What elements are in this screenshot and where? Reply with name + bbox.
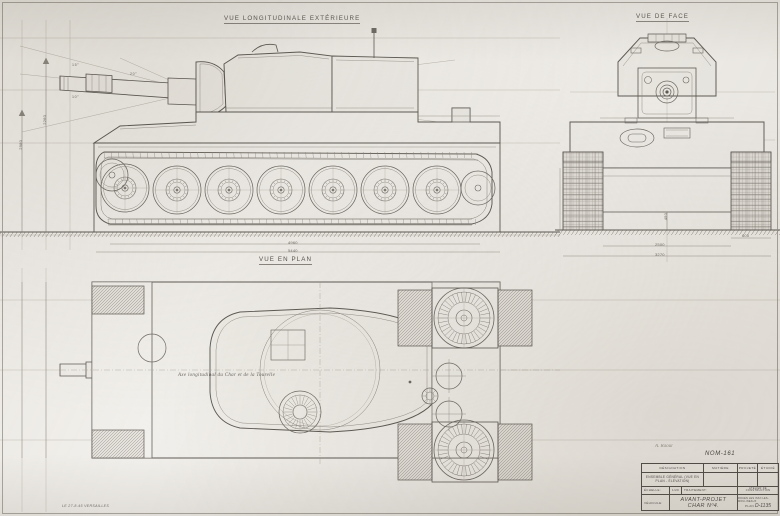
- matiere-value: [704, 473, 738, 486]
- project-line-2: CHAR Nº4.: [687, 502, 720, 509]
- echelle-value: 1/20: [670, 486, 682, 495]
- plan-label: PLAN: [744, 503, 754, 508]
- traitement-label: TRAITEMENT:: [682, 486, 738, 495]
- col-matiere-header: MATIÈRE: [704, 464, 738, 473]
- plan-view-geometry: [59, 281, 560, 483]
- front-view-geometry: [555, 18, 780, 262]
- atelier-line-2: CONSTRUCTION: [745, 489, 771, 493]
- title-block-project-row: VÉHICULE: AVANT-PROJET CHAR Nº4. ROUEN L…: [642, 495, 778, 510]
- col-projete-header: PROJETÉ: [738, 464, 758, 473]
- axis-note: Axe longitudinal du Char et de la Tourel…: [178, 373, 276, 378]
- date-note: LE 27-8-45 VERSAILLES: [62, 504, 110, 508]
- dim-front-ground-clearance: 450: [663, 213, 668, 221]
- dim-front-track-width: 600: [742, 233, 750, 238]
- title-block-header-row: DÉSIGNATION MATIÈRE PROJETÉ ÉTUDIÉ: [642, 464, 778, 474]
- angle-side-label: 20°: [130, 72, 138, 76]
- side-dimension-lines: [18, 57, 500, 253]
- plan-view-title: VUE EN PLAN: [259, 256, 313, 265]
- designation-value: ENSEMBLE GÉNÉRAL (VUE EN PLAN - ÉLÉVATIO…: [642, 473, 704, 486]
- col-etudie-header: ÉTUDIÉ: [760, 466, 776, 471]
- signature-mark: A. Raoul: [655, 444, 673, 449]
- projete-value: [738, 473, 758, 486]
- dim-front-width-inner: 2500: [655, 242, 665, 247]
- vehicule-label: VÉHICULE:: [642, 495, 670, 510]
- dim-side-height-hull: 2260: [42, 115, 47, 125]
- angle-down-label: 10°: [72, 95, 80, 99]
- echelle-label: ÉCHELLE:: [642, 486, 670, 495]
- etudie-value: [758, 473, 778, 485]
- atelier-block: ATELIER DE CONSTRUCTION: [738, 487, 778, 494]
- project-line-1: AVANT-PROJET: [680, 496, 727, 503]
- angle-up-label: 15°: [72, 63, 80, 67]
- plan-value: D-1135: [755, 502, 772, 509]
- drawing-number: NOM-161: [705, 451, 736, 457]
- dim-side-length-track: 4960: [288, 240, 298, 245]
- project-name: AVANT-PROJET CHAR Nº4.: [670, 495, 738, 510]
- title-block: DÉSIGNATION MATIÈRE PROJETÉ ÉTUDIÉ ENSEM…: [641, 463, 779, 511]
- dim-side-length-overall: 5440: [288, 248, 298, 253]
- side-view-geometry: [0, 28, 560, 237]
- front-view-title: VUE DE FACE: [636, 13, 690, 22]
- atelier-line-1: ATELIER DE: [749, 486, 767, 490]
- title-block-designation-row: ENSEMBLE GÉNÉRAL (VUE EN PLAN - ÉLÉVATIO…: [642, 473, 778, 487]
- plan-number-cell: ROUEN LES ISSY-LES-MOULINEAUX PLAN D-113…: [738, 495, 778, 510]
- front-dimension-lines: [559, 168, 771, 257]
- dim-side-height-total: 2980: [18, 140, 23, 150]
- dim-front-width-overall: 3270: [655, 252, 665, 257]
- col-designation-header: DÉSIGNATION: [642, 464, 704, 473]
- atelier-line-3: ROUEN LES ISSY-LES-MOULINEAUX: [738, 496, 769, 503]
- title-block-scale-row: ÉCHELLE: 1/20 TRAITEMENT: ATELIER DE CON…: [642, 486, 778, 496]
- side-view-title: VUE LONGITUDINALE EXTÉRIEURE: [224, 15, 361, 24]
